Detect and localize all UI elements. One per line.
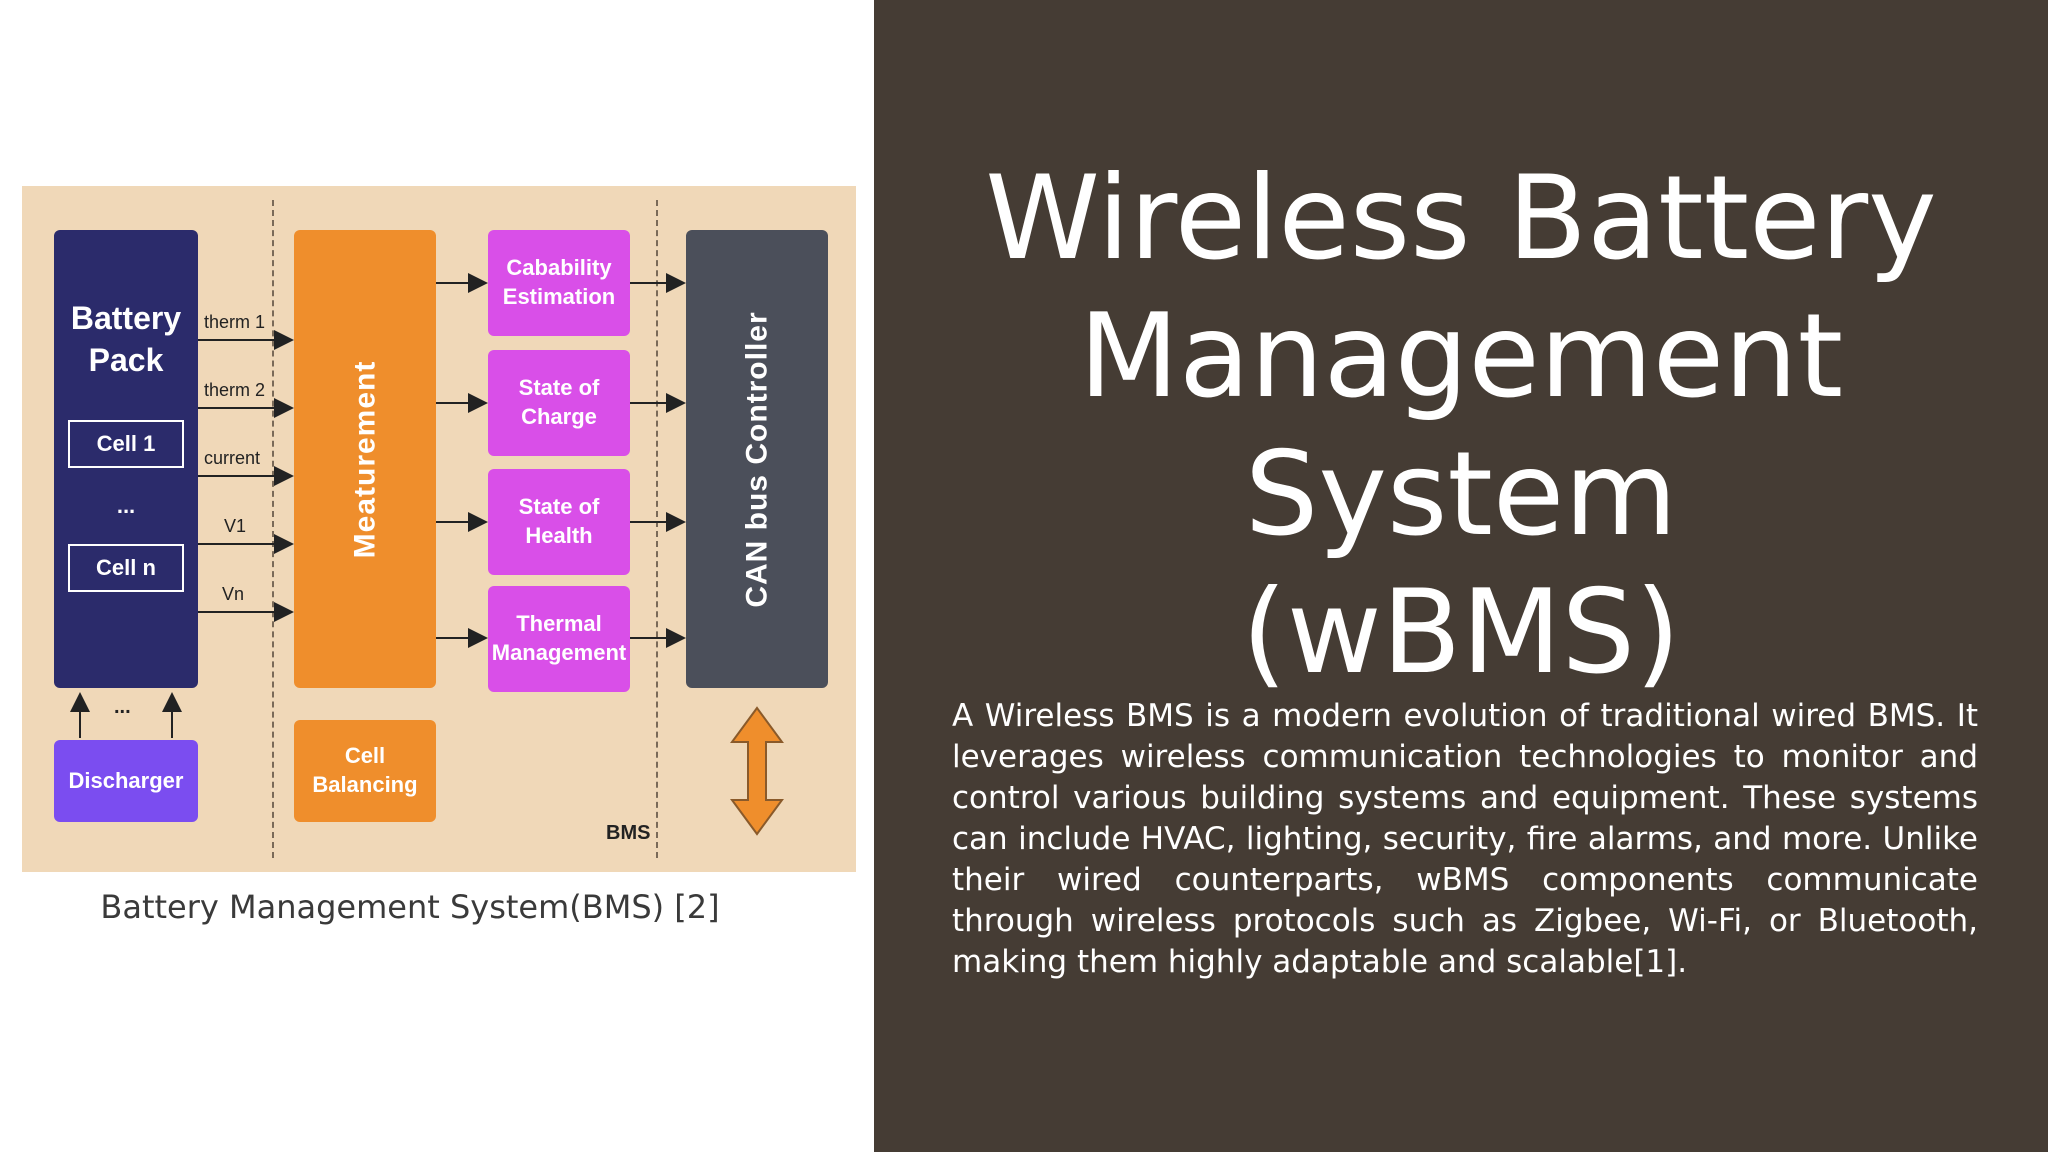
state-of-charge-block: State of Charge: [488, 350, 630, 456]
slide-body-text: A Wireless BMS is a modern evolution of …: [952, 698, 1978, 980]
measurement-label: Meaturement: [348, 360, 382, 558]
battery-pack-block: Battery Pack Cell 1 ... Cell n: [54, 230, 198, 688]
battery-pack-label: Battery Pack: [70, 300, 182, 378]
signal-label: therm 1: [204, 312, 266, 332]
thermal-management-block: Thermal Management: [488, 586, 630, 692]
boundary-line-left: [272, 200, 274, 858]
left-panel: Battery Pack Cell 1 ... Cell n therm 1 t…: [0, 0, 874, 1152]
discharger-block: Discharger: [54, 740, 198, 822]
slide-title: Wireless Battery Management System (wBMS…: [985, 151, 1937, 700]
boundary-line-right: [656, 200, 658, 858]
bms-label: BMS: [606, 822, 651, 844]
measurement-block: Meaturement: [294, 230, 436, 688]
signal-label: therm 2: [204, 380, 266, 400]
cell-n-block: Cell n: [68, 544, 184, 592]
capability-estimation-block: Cabability Estimation: [488, 230, 630, 336]
cell-balancing-block: Cell Balancing: [294, 720, 436, 822]
state-of-health-block: State of Health: [488, 469, 630, 575]
can-bus-controller-block: CAN bus Controller: [686, 230, 828, 688]
connector-arrows: [70, 273, 784, 836]
signal-label: current: [204, 448, 261, 468]
figure-caption: Battery Management System(BMS) [2]: [100, 888, 720, 926]
signal-label: Vn: [222, 584, 245, 604]
signal-label: V1: [224, 516, 247, 536]
cell-1-block: Cell 1: [68, 420, 184, 468]
bms-diagram: Battery Pack Cell 1 ... Cell n therm 1 t…: [22, 186, 856, 872]
cell-ellipsis: ...: [116, 493, 136, 518]
discharger-ellipsis: ...: [114, 696, 131, 718]
can-bus-controller-label: CAN bus Controller: [740, 310, 774, 608]
right-panel: [874, 0, 2048, 1152]
bidirectional-arrow-icon: [730, 706, 784, 836]
